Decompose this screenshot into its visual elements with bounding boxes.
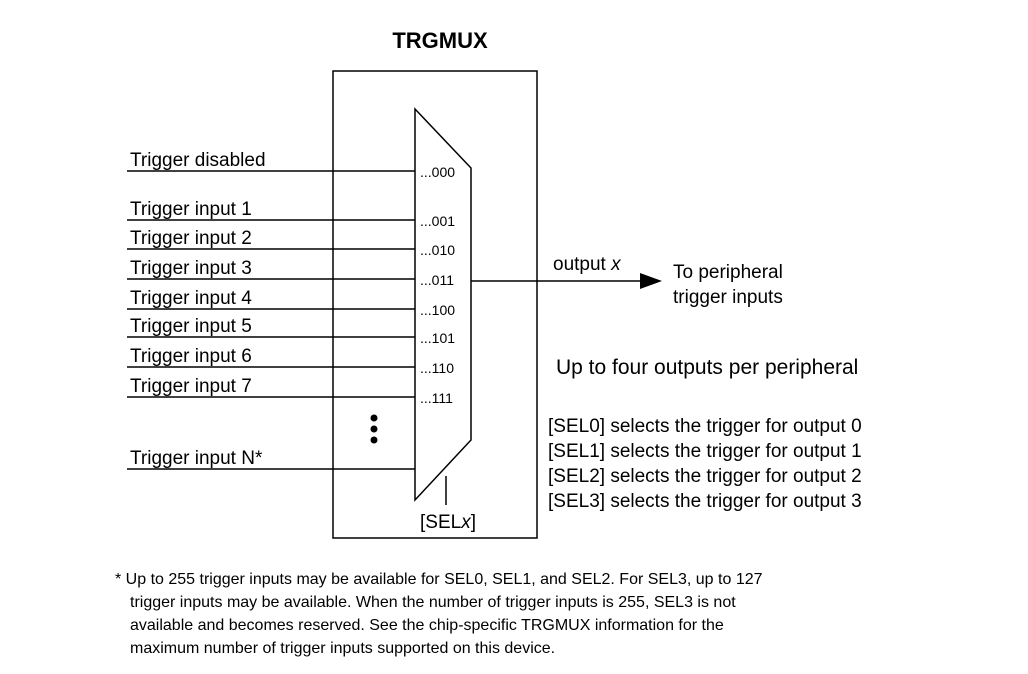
ellipsis-dot bbox=[370, 425, 378, 433]
select-code: ...110 bbox=[420, 360, 454, 376]
arrow-head-icon bbox=[640, 273, 662, 289]
input-label: Trigger disabled bbox=[130, 150, 266, 171]
select-code: ...011 bbox=[420, 272, 454, 288]
select-code: ...001 bbox=[420, 213, 455, 229]
footnote-line: trigger inputs may be available. When th… bbox=[130, 594, 736, 611]
sel-line: [SEL3] selects the trigger for output 3 bbox=[548, 491, 862, 512]
output-label: output x bbox=[553, 254, 622, 275]
destination-line-1: To peripheral bbox=[673, 262, 783, 283]
trgmux-block bbox=[332, 70, 538, 539]
sel-line: [SEL2] selects the trigger for output 2 bbox=[548, 466, 862, 487]
select-label: [SELx] bbox=[420, 512, 476, 533]
input-label: Trigger input N* bbox=[130, 448, 263, 469]
select-code: ...010 bbox=[420, 242, 455, 258]
input-label: Trigger input 2 bbox=[130, 228, 252, 249]
sel-line: [SEL0] selects the trigger for output 0 bbox=[548, 416, 862, 437]
select-code: ...100 bbox=[420, 302, 455, 318]
input-label: Trigger input 4 bbox=[130, 288, 252, 309]
sel-line: [SEL1] selects the trigger for output 1 bbox=[548, 441, 862, 462]
select-code: ...111 bbox=[420, 390, 453, 406]
destination-line-2: trigger inputs bbox=[673, 287, 783, 308]
diagram-title: TRGMUX bbox=[392, 28, 488, 53]
footnote-line: * Up to 255 trigger inputs may be availa… bbox=[115, 571, 763, 588]
input-label: Trigger input 1 bbox=[130, 199, 252, 220]
select-code: ...000 bbox=[420, 164, 455, 180]
ellipsis-dot bbox=[370, 414, 378, 422]
outputs-note: Up to four outputs per peripheral bbox=[556, 356, 858, 379]
input-label: Trigger input 7 bbox=[130, 376, 252, 397]
input-label: Trigger input 3 bbox=[130, 258, 252, 279]
multiplexer-shape bbox=[414, 107, 472, 502]
input-label: Trigger input 5 bbox=[130, 316, 252, 337]
input-label: Trigger input 6 bbox=[130, 346, 252, 367]
footnote-line: maximum number of trigger inputs support… bbox=[130, 640, 555, 657]
footnote-line: available and becomes reserved. See the … bbox=[130, 617, 724, 634]
ellipsis-dot bbox=[370, 436, 378, 444]
select-code: ...101 bbox=[420, 330, 455, 346]
